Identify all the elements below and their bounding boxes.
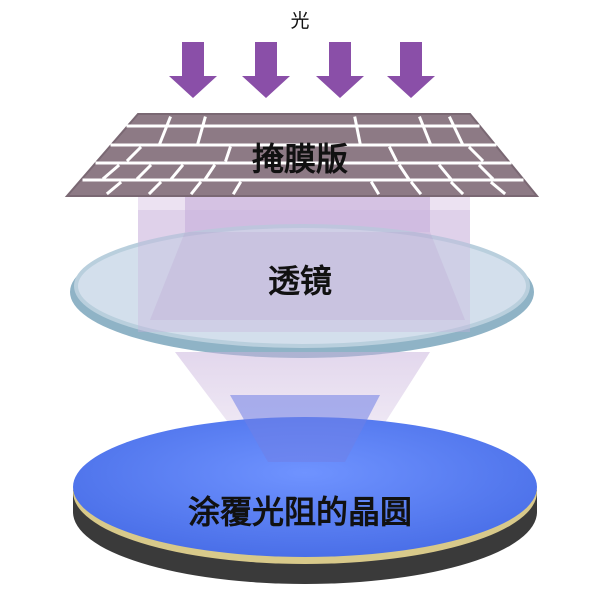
down-arrow-icon xyxy=(242,42,290,98)
wafer-label: 涂覆光阻的晶圆 xyxy=(187,493,412,531)
down-arrow-icon xyxy=(169,42,217,98)
mask xyxy=(64,113,540,197)
light-beam-lens-inner xyxy=(150,232,465,320)
lens-label: 透镜 xyxy=(267,262,332,300)
wafer xyxy=(73,417,537,584)
light-beam-upper-inner xyxy=(185,196,430,232)
light-beam-lens xyxy=(138,210,470,332)
light-beam-on-wafer xyxy=(230,395,380,462)
mask-label: 掩膜版 xyxy=(251,140,348,178)
mask-pattern xyxy=(82,115,524,196)
down-arrow-icon xyxy=(316,42,364,98)
light-arrows xyxy=(169,42,435,98)
lens xyxy=(70,224,534,358)
down-arrow-icon xyxy=(387,42,435,98)
light-label: 光 xyxy=(290,10,310,32)
